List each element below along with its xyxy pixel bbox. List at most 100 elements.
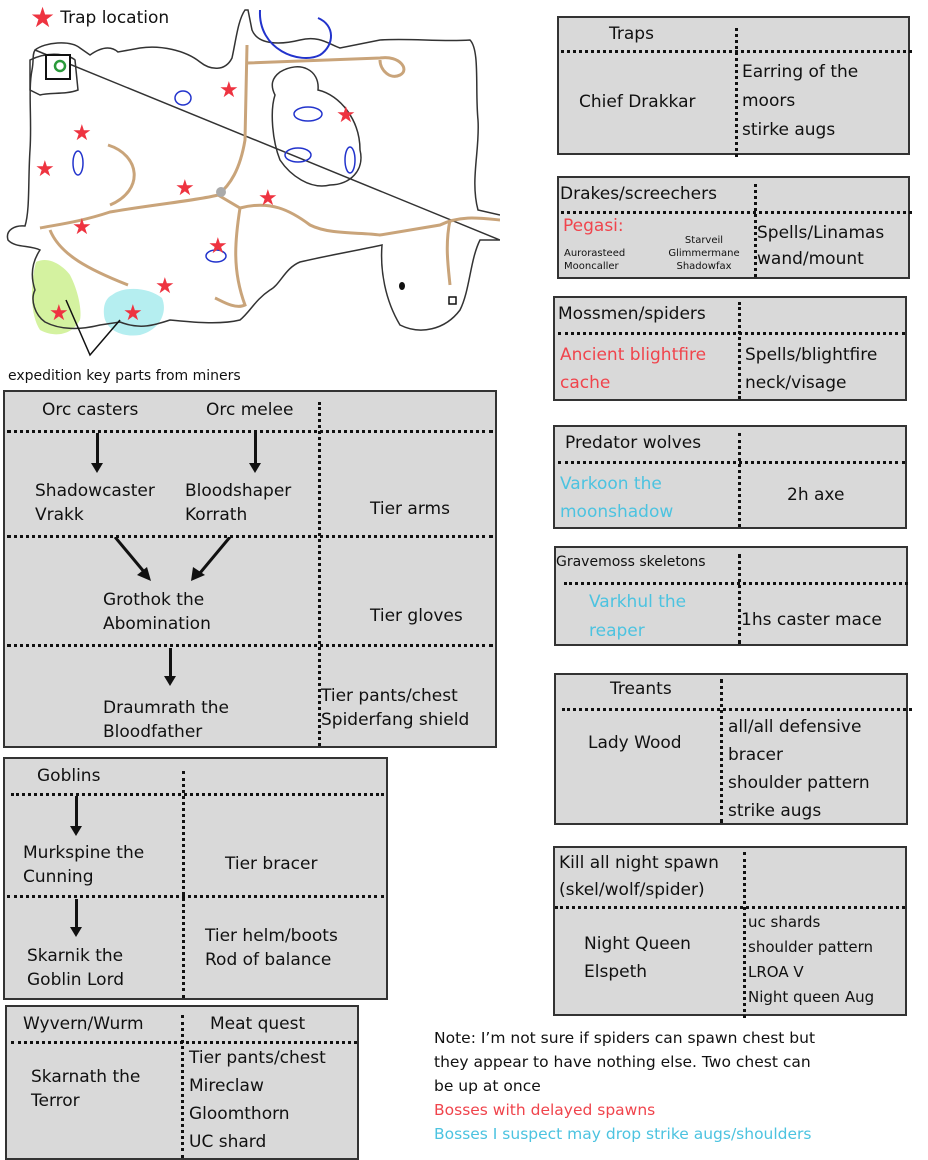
- lake: [344, 146, 356, 174]
- divider: [7, 430, 493, 433]
- divider: [564, 582, 908, 585]
- lake: [284, 147, 312, 163]
- divider: [182, 771, 185, 998]
- divider: [555, 906, 905, 909]
- divider: [181, 1015, 184, 1158]
- legend: ★ Trap location: [30, 4, 169, 32]
- trap-star-icon: ★: [258, 186, 278, 211]
- expedition-pointer: [65, 299, 121, 357]
- pegasi-label: Pegasi:: [563, 216, 624, 236]
- orc-melee-header: Orc melee: [206, 400, 294, 420]
- skeletons-header: Gravemoss skeletons: [556, 554, 706, 570]
- ruin-marker: [448, 296, 457, 305]
- divider: [738, 433, 741, 527]
- wolves-header: Predator wolves: [565, 433, 702, 453]
- lake: [174, 90, 192, 106]
- map-svg: [6, 9, 500, 357]
- divider: [743, 852, 746, 1018]
- roads: [39, 44, 500, 308]
- traps-header: Traps: [609, 24, 654, 44]
- portal-icon: [53, 59, 67, 73]
- trap-star-icon: ★: [72, 215, 92, 240]
- boss-chief-drakkar: Chief Drakkar: [579, 92, 696, 112]
- meat-quest-header: Meat quest: [210, 1014, 306, 1034]
- divider: [318, 402, 321, 746]
- map-outline: [6, 9, 500, 331]
- drop-tier-bracer: Tier bracer: [225, 854, 318, 874]
- arrow-down-icon: [70, 899, 82, 937]
- arrow-down-icon: [249, 433, 261, 473]
- night-header: Kill all night spawn(skel/wolf/spider): [559, 853, 719, 900]
- trap-star-icon: ★: [35, 157, 55, 182]
- trap-star-icon: ★: [72, 121, 92, 146]
- divider: [7, 895, 384, 898]
- divider: [720, 679, 723, 823]
- trap-star-icon: ★: [30, 1, 56, 34]
- map-panel: ★★★★★★★★★★★: [0, 0, 500, 365]
- note-line: they appear to have nothing else. Two ch…: [434, 1053, 811, 1071]
- note-line: Note: I’m not sure if spiders can spawn …: [434, 1029, 816, 1047]
- legend-trap-label: Trap location: [60, 8, 170, 28]
- drop-caster-mace: 1hs caster mace: [741, 610, 882, 630]
- note-line: be up at once: [434, 1077, 541, 1095]
- river: [258, 9, 332, 59]
- portal-marker: [45, 54, 71, 80]
- drop-tier-arms: Tier arms: [370, 499, 450, 519]
- drakes-header: Drakes/screechers: [560, 184, 717, 204]
- green-zone: [31, 259, 81, 335]
- legend-strike-augs: Bosses I suspect may drop strike augs/sh…: [434, 1125, 812, 1143]
- night-table: Kill all night spawn(skel/wolf/spider) N…: [553, 846, 907, 1018]
- divider: [562, 708, 912, 711]
- trap-star-icon: ★: [208, 234, 228, 259]
- trap-star-icon: ★: [175, 176, 195, 201]
- trap-star-icon: ★: [336, 103, 356, 128]
- boss-lady-wood: Lady Wood: [588, 733, 682, 753]
- divider: [558, 332, 905, 335]
- lake: [72, 150, 84, 176]
- divider: [561, 211, 912, 214]
- drop-tier-gloves: Tier gloves: [370, 606, 463, 626]
- arrow-down-icon: [164, 648, 176, 686]
- divider: [735, 28, 738, 157]
- divider: [558, 461, 905, 464]
- cyan-zone: [103, 288, 164, 336]
- mossmen-header: Mossmen/spiders: [558, 304, 706, 324]
- expedition-label: expedition key parts from miners: [8, 368, 241, 384]
- arrow-down-icon: [91, 433, 103, 473]
- divider: [11, 1041, 357, 1044]
- divider: [754, 184, 757, 277]
- divider: [738, 554, 741, 644]
- notes: Note: I’m not sure if spiders can spawn …: [434, 1026, 815, 1146]
- divider: [7, 535, 493, 538]
- wyvern-header: Wyvern/Wurm: [23, 1014, 144, 1034]
- legend-delayed-spawns: Bosses with delayed spawns: [434, 1101, 656, 1119]
